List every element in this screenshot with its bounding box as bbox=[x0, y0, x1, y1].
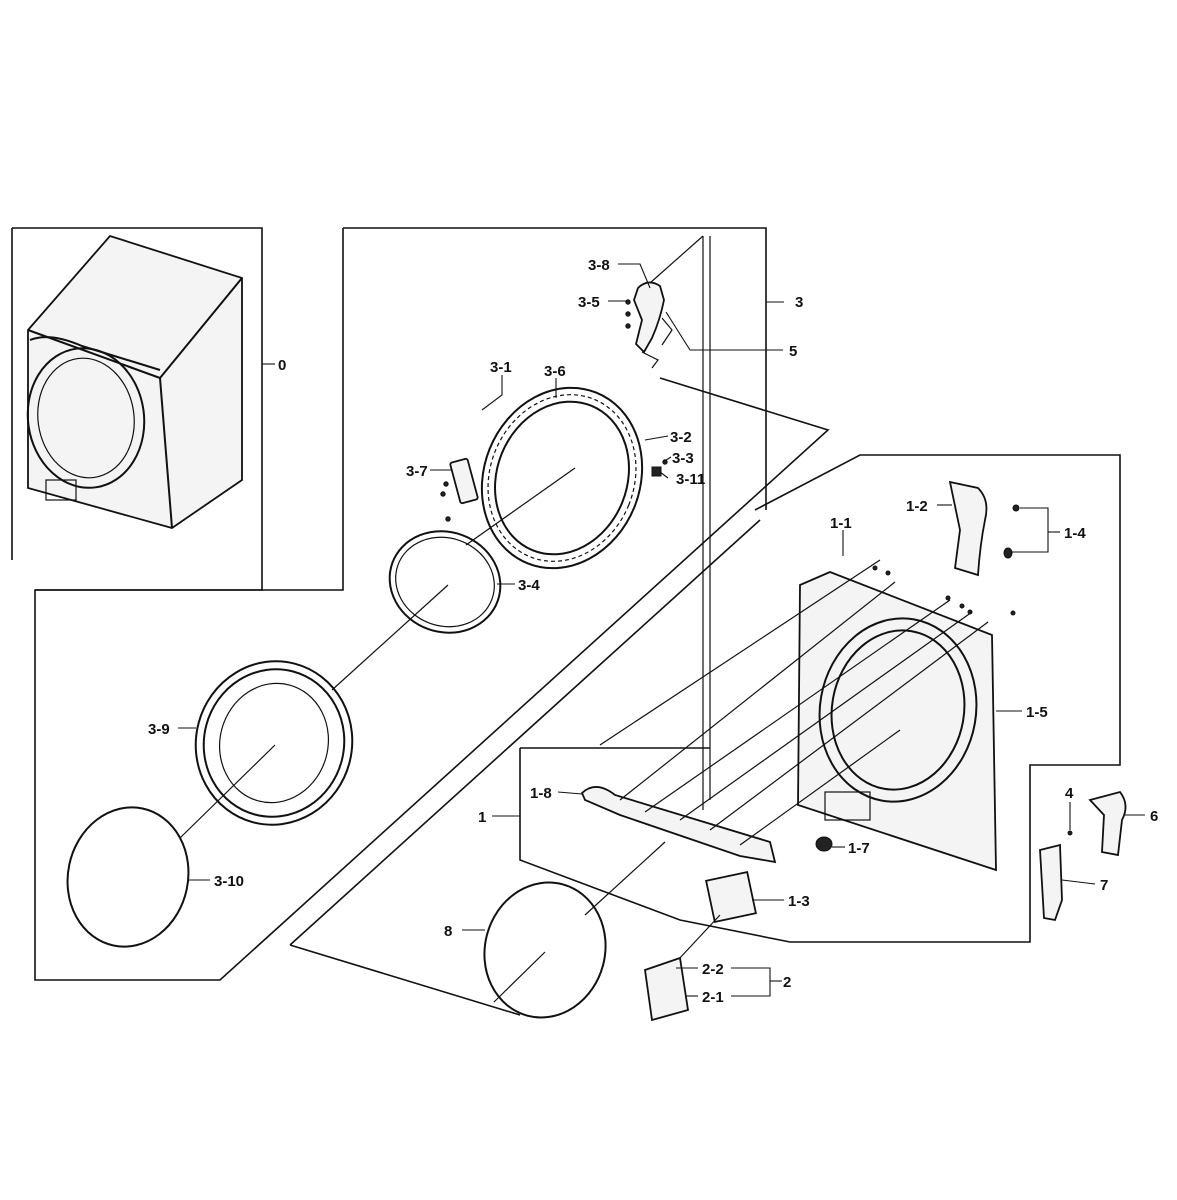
label-part-3-5: 3-5 bbox=[578, 294, 600, 311]
label-part-8: 8 bbox=[444, 923, 452, 940]
label-part-3-11: 3-11 bbox=[676, 471, 705, 488]
assembly-1-frame bbox=[519, 454, 1121, 943]
lock-switch-parts-illustration bbox=[1039, 790, 1127, 922]
label-part-3-4: 3-4 bbox=[518, 577, 540, 594]
washer-complete-illustration bbox=[26, 234, 243, 529]
label-part-1-5: 1-5 bbox=[1026, 704, 1048, 721]
label-part-3-9: 3-9 bbox=[148, 721, 170, 738]
door-inner-glass-illustration bbox=[331, 530, 502, 691]
assembly-3-frame bbox=[34, 227, 830, 981]
front-panel-guide-lines bbox=[599, 559, 989, 846]
door-latch-illustration bbox=[440, 457, 479, 522]
label-part-1-2: 1-2 bbox=[906, 498, 928, 515]
front-panel-illustration bbox=[797, 571, 997, 872]
part-labels: 0 3-8 3-5 3 5 3-1 3-6 3-2 3-3 3-7 3-11 1… bbox=[148, 257, 1158, 1006]
leader-lines bbox=[178, 263, 1145, 997]
door-hinge-illustration bbox=[625, 281, 673, 369]
label-part-3-1: 3-1 bbox=[490, 359, 512, 376]
label-part-7: 7 bbox=[1100, 877, 1108, 894]
label-part-0: 0 bbox=[278, 357, 286, 374]
door-frame-ring-illustration bbox=[465, 386, 644, 570]
label-part-5: 5 bbox=[789, 343, 797, 360]
label-part-3-6: 3-6 bbox=[544, 363, 566, 380]
label-part-3-3: 3-3 bbox=[672, 450, 694, 467]
door-small-parts-illustration bbox=[651, 459, 668, 477]
label-part-1-1: 1-1 bbox=[830, 515, 852, 532]
detergent-housing-illustration bbox=[677, 871, 757, 961]
label-part-1-8: 1-8 bbox=[530, 785, 552, 802]
label-part-1: 1 bbox=[478, 809, 486, 826]
door-assembly-frame-8 bbox=[289, 519, 761, 1016]
label-part-3: 3 bbox=[795, 294, 803, 311]
label-part-1-3: 1-3 bbox=[788, 893, 810, 910]
label-part-3-10: 3-10 bbox=[214, 873, 244, 890]
label-part-1-7: 1-7 bbox=[848, 840, 870, 857]
access-panel-illustration bbox=[644, 956, 690, 1022]
door-cover-illustration bbox=[179, 660, 354, 839]
label-part-3-2: 3-2 bbox=[670, 429, 692, 446]
label-part-1-4: 1-4 bbox=[1064, 525, 1086, 542]
label-part-4: 4 bbox=[1065, 785, 1074, 802]
label-part-2: 2 bbox=[783, 974, 791, 991]
front-panel-screws-illustration bbox=[872, 565, 1016, 616]
label-part-6: 6 bbox=[1150, 808, 1158, 825]
label-part-2-2: 2-2 bbox=[702, 961, 724, 978]
label-part-3-7: 3-7 bbox=[406, 463, 428, 480]
hinge-bracket-illustration bbox=[948, 480, 1020, 577]
label-part-3-8: 3-8 bbox=[588, 257, 610, 274]
assembly-guide-lines bbox=[649, 235, 711, 810]
label-part-2-1: 2-1 bbox=[702, 989, 724, 1006]
door-outer-glass-illustration bbox=[66, 806, 190, 948]
top-cover-bar-illustration bbox=[580, 786, 777, 864]
gasket-ring-illustration bbox=[483, 841, 666, 1019]
